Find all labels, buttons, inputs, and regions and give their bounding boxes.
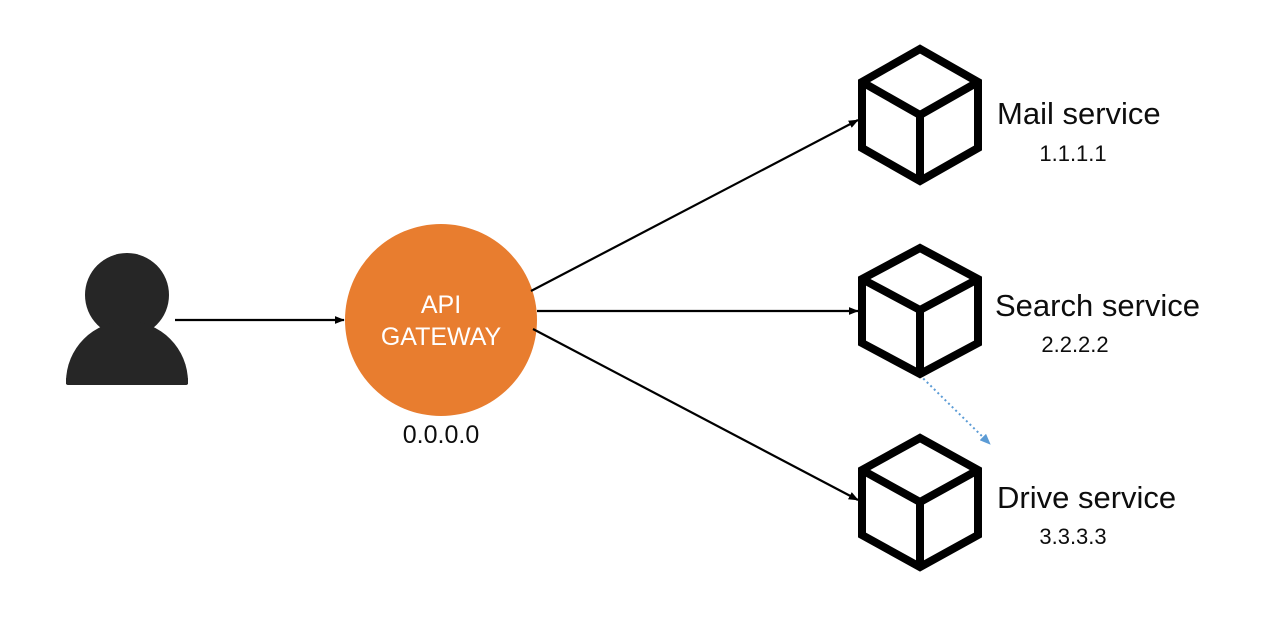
service-node-drive[interactable]: Drive service 3.3.3.3 [858,433,1176,572]
connector-gateway-to-drive [532,328,859,501]
api-gateway-ip-label: 0.0.0.0 [403,421,479,449]
api-gateway-label-line1: API [421,291,461,319]
service-node-search[interactable]: Search service 2.2.2.2 [858,243,1200,379]
service-name-drive: Drive service [997,480,1176,515]
cube-icon [858,44,982,186]
service-ip-mail: 1.1.1.1 [1039,141,1106,166]
service-name-search: Search service [995,288,1200,323]
api-gateway-node[interactable]: API GATEWAY [345,224,537,416]
service-ip-search: 2.2.2.2 [1041,332,1108,357]
service-ip-drive: 3.3.3.3 [1039,524,1106,549]
connector-gateway-to-mail [530,119,859,292]
cube-icon [858,243,982,379]
service-node-mail[interactable]: Mail service 1.1.1.1 [858,44,1161,186]
api-gateway-label-line2: GATEWAY [381,323,502,351]
api-gateway-circle[interactable] [345,224,537,416]
client-user-icon [66,253,188,385]
service-name-mail: Mail service [997,96,1161,131]
cube-icon [858,433,982,572]
